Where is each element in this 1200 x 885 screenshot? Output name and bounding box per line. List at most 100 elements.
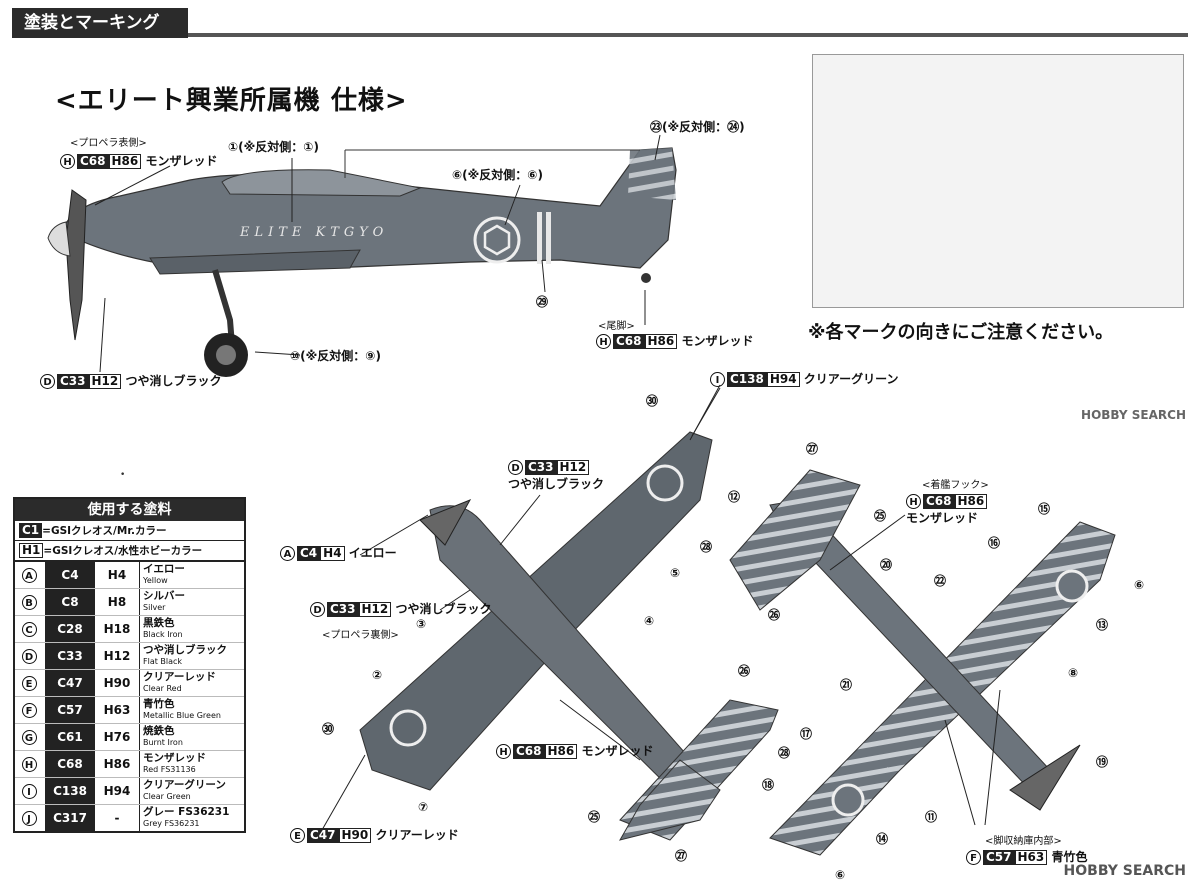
gear-bay-note: <脚収納庫内部> xyxy=(985,836,1062,847)
side-tail-stripes xyxy=(628,148,676,200)
side-fuselage-text: ELITE KTGYO xyxy=(239,225,388,240)
spec-title: <エリート興業所属機 仕様> xyxy=(55,86,408,116)
num-11: ⑪ xyxy=(925,810,938,824)
num-16: ⑯ xyxy=(988,536,1001,550)
side-fuselage-band-1 xyxy=(537,212,542,264)
num-25-bot: ㉕ xyxy=(874,509,887,523)
leader-lines xyxy=(94,134,1001,831)
paint-h-code: H12 xyxy=(95,643,140,669)
paint-name-jp: 焼鉄色 xyxy=(143,725,175,737)
bottom-hinomaru-2 xyxy=(831,783,865,817)
side-tailwheel xyxy=(641,273,651,283)
bottom-tailplane xyxy=(729,469,861,611)
side-propeller xyxy=(65,189,87,341)
side-view: ELITE KTGYO xyxy=(47,147,677,377)
paint-c-code: C138 xyxy=(45,778,95,804)
tailwheel-note: <尾脚> xyxy=(598,321,635,332)
paint-name-jp: グレー FS36231 xyxy=(143,806,230,818)
section-title: 塗装とマーキング xyxy=(12,8,188,38)
paint-h-code: H90 xyxy=(95,670,140,696)
paint-name-en: Yellow xyxy=(143,576,168,585)
paint-c-code: C8 xyxy=(45,589,95,615)
num-7: ⑦ xyxy=(418,800,429,814)
top-propeller xyxy=(419,499,472,546)
callout-23: ㉓(※反対側：㉔) xyxy=(650,120,745,134)
num-8: ⑧ xyxy=(1068,666,1079,680)
side-fuselage-band-2 xyxy=(546,212,551,264)
paint-name-en: Grey FS36231 xyxy=(143,819,200,828)
num-21: ㉑ xyxy=(840,678,853,692)
paint-name-jp: 青竹色 xyxy=(143,698,175,710)
num-17: ⑰ xyxy=(800,727,813,741)
side-wheel-hub xyxy=(216,345,236,365)
bottom-view xyxy=(729,469,1116,856)
callout-6: ⑥(※反対側：⑥) xyxy=(452,168,543,182)
paint-letter: J xyxy=(21,810,37,826)
legend-mr-color: C1=GSIクレオス/Mr.カラー xyxy=(15,521,244,541)
paint-h-code: H94 xyxy=(95,778,140,804)
paint-name-jp: つや消しブラック xyxy=(143,644,227,656)
top-tailplane-right xyxy=(618,759,721,841)
paint-c-code: C4 xyxy=(45,562,95,588)
paint-name-jp: モンザレッド xyxy=(143,752,206,764)
num-28-bot: ㉘ xyxy=(700,540,713,554)
paint-letter: A xyxy=(21,567,37,583)
paint-name-en: Silver xyxy=(143,603,166,612)
top-hinomaru-1 xyxy=(646,464,684,502)
paint-h-code: H76 xyxy=(95,724,140,750)
paint-letter: F xyxy=(21,702,37,718)
paint-name-jp: クリアーグリーン xyxy=(143,779,226,791)
num-28-top: ㉘ xyxy=(778,746,791,760)
num-30b: ㉚ xyxy=(322,722,335,736)
paint-name-en: Clear Red xyxy=(143,684,182,693)
legend-hobby-color: H1=GSIクレオス/水性ホビーカラー xyxy=(15,541,244,562)
top-hinomaru-2 xyxy=(389,709,427,747)
paint-letter: E xyxy=(21,675,37,691)
side-hinomaru-mark xyxy=(473,216,521,264)
paint-letter: G xyxy=(21,729,37,745)
paint-table: 使用する塗料 C1=GSIクレオス/Mr.カラー H1=GSIクレオス/水性ホビ… xyxy=(13,497,246,833)
paint-name-jp: イエロー xyxy=(143,563,185,575)
bottom-propeller xyxy=(1009,744,1081,811)
side-hexagon-emblem xyxy=(483,224,511,256)
header-rule xyxy=(188,33,1188,37)
prop-front-note: <プロペラ表側> xyxy=(70,138,147,149)
paint-letter: I xyxy=(21,783,37,799)
num-25-top: ㉕ xyxy=(588,810,601,824)
paint-h-code: H4 xyxy=(95,562,140,588)
num-26-bot: ㉖ xyxy=(768,608,781,622)
stray-mark: • xyxy=(120,470,126,480)
top-view xyxy=(359,431,779,841)
paint-h-code: H86 xyxy=(95,751,140,777)
paint-c-code: C317 xyxy=(45,805,95,831)
paint-name-en: Metallic Blue Green xyxy=(143,711,221,720)
num-22: ㉒ xyxy=(934,574,947,588)
paint-c-code: C28 xyxy=(45,616,95,642)
decal-sheet xyxy=(812,54,1184,308)
num-13: ⑬ xyxy=(1096,618,1109,632)
num-12: ⑫ xyxy=(728,490,741,504)
paint-name-en: Red FS31136 xyxy=(143,765,196,774)
paint-name-en: Flat Black xyxy=(143,657,183,666)
paint-table-title: 使用する塗料 xyxy=(15,499,244,521)
num-15: ⑮ xyxy=(1038,502,1051,516)
decal-orientation-note: ※各マークの向きにご注意ください。 xyxy=(808,322,1114,343)
watermark-bottom: HOBBY SEARCH xyxy=(1063,863,1186,879)
